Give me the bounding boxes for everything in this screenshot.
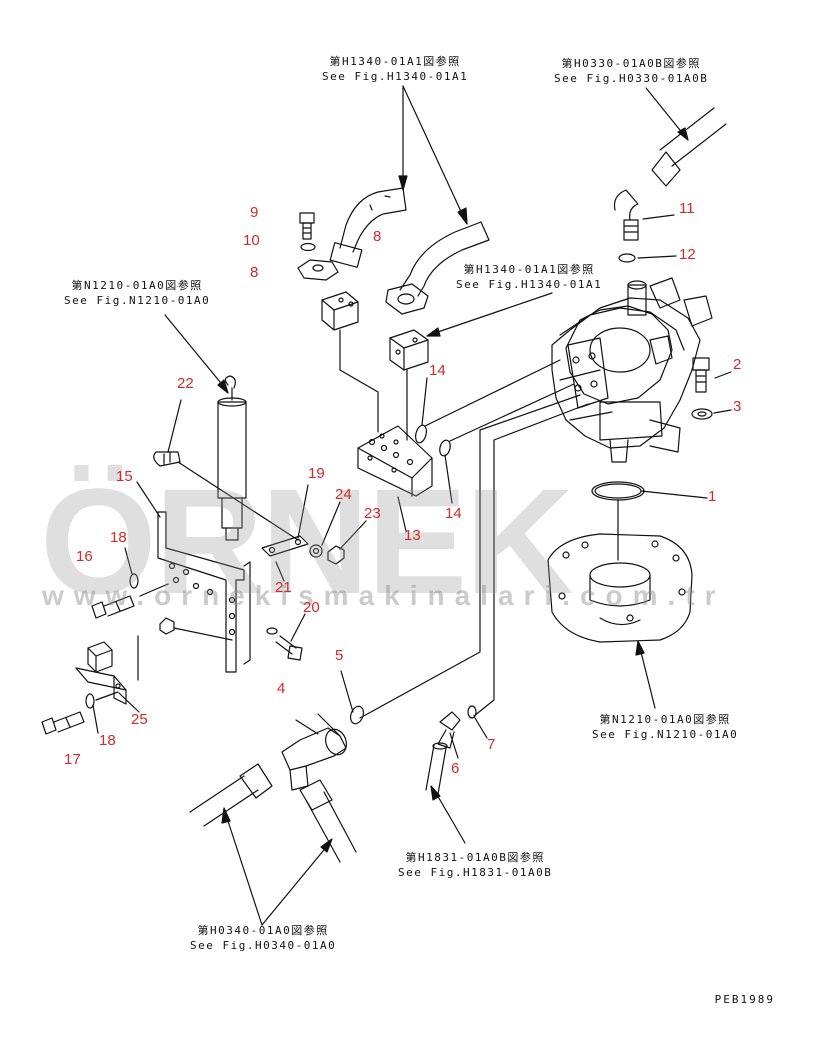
callout-21: 21 [275,579,292,596]
washer-18b [85,693,95,709]
ref-h0330: 第H0330-01A0B図参照 See Fig.H0330-01A0B [554,56,708,86]
bracket-15 [157,511,251,673]
pipe-line [359,394,581,719]
ref-en: See Fig.H1340-01A1 [456,278,603,291]
callout-19: 19 [308,465,325,482]
callout-23: 23 [364,505,381,522]
washer-18 [129,573,139,589]
nut [159,617,175,635]
swing-motor [551,277,713,463]
ref-h0340: 第H0340-01A0図参照 See Fig.H0340-01A0 [190,923,336,953]
callout-14-upper: 14 [429,362,446,379]
callout-10: 10 [243,232,260,249]
hose-upper-left [329,187,407,268]
washer-3-hole [697,411,707,417]
o-ring-12 [618,253,636,263]
ref-en: See Fig.H1831-01A0B [398,866,553,879]
sensor-bracket-25 [75,641,127,705]
callout-6: 6 [451,760,460,777]
reference-leaders [164,85,689,926]
callout-3: 3 [733,398,742,415]
hose-upper-right [385,221,490,315]
ref-jp: 第H1831-01A0B図参照 [405,851,545,864]
callout-17: 17 [64,751,81,768]
callout-2: 2 [733,356,742,373]
callout-4: 4 [277,680,286,697]
o-ring-7 [467,705,477,719]
callout-18-upper: 18 [110,529,127,546]
bolt-2 [692,357,710,393]
pin-22 [153,451,181,467]
callout-11: 11 [679,200,695,217]
ref-jp: 第H1340-01A1図参照 [329,55,461,68]
ref-en: See Fig.N1210-01A0 [592,728,739,741]
callout-8-upper: 8 [373,228,382,245]
o-ring-1 [591,481,645,501]
callout-15: 15 [116,468,133,485]
callout-25: 25 [131,711,148,728]
hose-h0340-right [299,779,357,863]
hose-upper-right-h0330 [651,107,727,187]
ref-n1210-left: 第N1210-01A0図参照 See Fig.N1210-01A0 [64,278,210,308]
callout-9: 9 [250,204,259,221]
hose-h0340-left [189,763,273,827]
o-ring-14b [439,439,451,457]
ref-en: See Fig.N1210-01A0 [64,294,211,307]
manifold-block-13 [357,425,433,497]
ref-h1831: 第H1831-01A0B図参照 See Fig.H1831-01A0B [398,850,552,880]
bolt-9 [299,212,315,240]
tee-fitting-4 [281,719,347,791]
o-ring-14a [415,424,427,444]
callout-24: 24 [335,486,352,503]
washer-20 [266,627,278,635]
ref-en: See Fig.H0330-01A0B [554,72,709,85]
washer-24-hole [312,547,320,555]
link-line [339,329,379,433]
ref-jp: 第H0330-01A0B図参照 [561,57,701,70]
block-left [321,291,359,331]
hose-h1831 [425,742,448,795]
nut-23 [327,545,345,565]
callout-12: 12 [679,246,696,263]
ref-jp: 第H1340-01A1図参照 [463,263,595,276]
ref-h1340-mid: 第H1340-01A1図参照 See Fig.H1340-01A1 [456,262,602,292]
washer-24 [309,544,323,558]
cylinder-22 [217,375,247,541]
o-ring-1-inner [594,483,642,499]
ref-en: See Fig.H1340-01A1 [322,70,469,83]
ref-en: See Fig.H0340-01A0 [190,939,337,952]
pipe-line [473,403,589,717]
flange-clamp [297,259,339,281]
ref-jp: 第N1210-01A0図参照 [599,713,731,726]
callout-22: 22 [177,375,194,392]
link-plate-19 [261,535,309,557]
bolt-20 [275,635,303,661]
ref-jp: 第H0340-01A0図参照 [197,924,329,937]
ref-h1340-top: 第H1340-01A1図参照 See Fig.H1340-01A1 [322,54,468,84]
ref-jp: 第N1210-01A0図参照 [71,279,203,292]
callout-1: 1 [708,488,717,505]
drawing-code: PEB1989 [714,993,775,1006]
washer-3 [691,408,713,420]
callout-18-lower: 18 [99,732,116,749]
washer-10 [300,242,316,252]
callout-7: 7 [487,736,496,753]
ref-n1210-right: 第N1210-01A0図参照 See Fig.N1210-01A0 [592,712,738,742]
swing-housing [547,533,693,643]
bolt-16 [91,595,135,619]
block-right [389,329,429,371]
callout-13: 13 [404,527,421,544]
callout-14-lower: 14 [445,505,462,522]
bolt-17 [41,711,85,735]
callout-20: 20 [303,599,320,616]
fitting-6 [437,711,461,749]
callout-16: 16 [76,548,93,565]
callout-5: 5 [335,647,344,664]
callout-leaders [92,214,732,759]
elbow-fitting-11 [613,189,639,241]
o-ring-5 [349,705,365,725]
callout-8-left: 8 [250,264,259,281]
